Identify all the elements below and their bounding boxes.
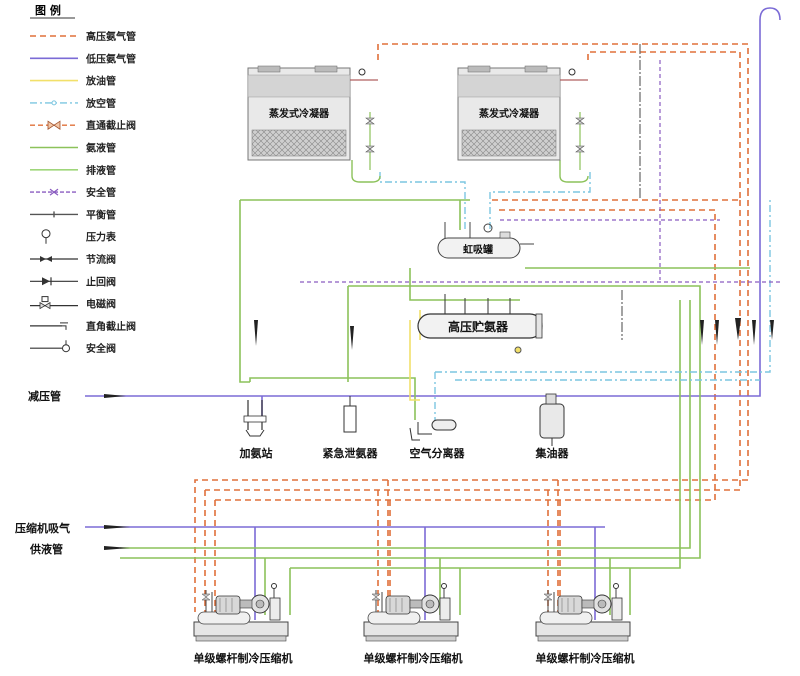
suction-tank[interactable]: 虹吸罐	[437, 222, 534, 259]
legend-item-label: 放空管	[85, 97, 116, 110]
legend-item-safety-pipe: 安全管	[30, 186, 116, 199]
legend-item-check-valve: 止回阀	[30, 275, 116, 288]
legend-title: 图 例	[35, 3, 61, 17]
piping-network	[85, 7, 781, 620]
compressor-label: 单级螺杆制冷压缩机	[194, 651, 293, 665]
oil-collector-label: 集油器	[535, 446, 570, 460]
condenser-2-label: 蒸发式冷凝器	[479, 107, 540, 120]
solenoid-valve-icon	[30, 296, 78, 310]
stop-valve-icon	[575, 117, 585, 125]
stop-valve-icon	[543, 593, 553, 601]
condenser-1[interactable]: 蒸发式冷凝器	[247, 65, 378, 170]
legend-item-label: 氨液管	[86, 142, 116, 155]
condenser-outlet-bends	[351, 160, 589, 183]
legend-item-label: 止回阀	[86, 275, 116, 288]
straight-stop-valve-icon	[30, 120, 78, 130]
ammonia-charging-station[interactable]: 加氨站	[239, 400, 273, 460]
legend-item-label: 高压氨气管	[86, 30, 136, 43]
balance-lines	[621, 44, 641, 340]
legend-item-solenoid-valve: 电磁阀	[30, 296, 116, 311]
legend-item-oil-drain-pipe: 放油管	[30, 75, 116, 88]
safety-valve-icon	[30, 340, 70, 353]
legend-item-label: 排液管	[86, 164, 116, 177]
compressor-2[interactable]: 单级螺杆制冷压缩机	[363, 583, 463, 666]
emergency-dump[interactable]: 紧急泄氨器	[323, 396, 379, 460]
legend-item-straight-stop-valve: 直通截止阀	[30, 119, 136, 132]
ammonia-charging-label: 加氨站	[239, 446, 273, 460]
stop-valve-icon	[371, 593, 381, 601]
legend-item-label: 放油管	[85, 75, 116, 88]
stop-valve-icon	[365, 145, 375, 153]
legend-item-angle-stop-valve: 直角截止阀	[30, 320, 136, 333]
compressor-label: 单级螺杆制冷压缩机	[536, 651, 635, 665]
legend-item-low-pressure-ammonia-gas-pipe: 低压氨气管	[30, 52, 136, 65]
pressure-gauge-icon	[41, 229, 51, 244]
compressor-label: 单级螺杆制冷压缩机	[364, 651, 463, 665]
pressure-gauge-icon	[568, 68, 576, 76]
stop-valve-icon	[201, 593, 211, 601]
check-valve-icon	[30, 277, 78, 286]
balance-pipe-icon	[30, 211, 78, 218]
legend: 图 例 高压氨气管低压氨气管放油管放空管直通截止阀氨液管排液管安全管平衡管压力表…	[30, 3, 136, 355]
oil-drain-icon	[514, 346, 522, 354]
pressure-gauge-icon	[483, 223, 493, 233]
high-pressure-receiver[interactable]: 高压贮氨器	[417, 294, 543, 354]
legend-item-label: 低压氨气管	[85, 52, 136, 65]
legend-item-label: 直角截止阀	[86, 320, 136, 333]
legend-item-label: 电磁阀	[86, 298, 116, 311]
legend-item-liquid-discharge-pipe: 排液管	[30, 164, 116, 177]
legend-item-balance-pipe: 平衡管	[30, 208, 116, 221]
legend-item-label: 直通截止阀	[86, 119, 136, 132]
pressure-gauge-icon	[613, 583, 619, 589]
legend-item-label: 压力表	[86, 231, 117, 244]
liquid-supply-label: 供液管	[29, 542, 63, 556]
pressure-gauge-icon	[271, 583, 277, 589]
ammonia-liquid-lines	[120, 199, 750, 615]
suction-tank-label: 虹吸罐	[463, 243, 493, 256]
emergency-dump-label: 紧急泄氨器	[323, 446, 379, 460]
pressure-relief-label: 减压管	[28, 389, 61, 403]
angle-stop-valve-icon	[30, 322, 68, 330]
vent-pipe-icon	[30, 100, 78, 106]
legend-item-safety-valve: 安全阀	[30, 340, 116, 355]
throttle-valve-icon	[30, 256, 78, 262]
air-separator[interactable]: 空气分离器	[410, 419, 466, 460]
safety-lines	[300, 60, 780, 283]
pressure-gauge-icon	[441, 583, 447, 589]
legend-item-label: 安全阀	[86, 342, 116, 355]
condenser-1-label: 蒸发式冷凝器	[269, 107, 330, 120]
legend-item-vent-pipe: 放空管	[30, 97, 116, 110]
legend-item-label: 节流阀	[86, 253, 116, 266]
compressor-1[interactable]: 单级螺杆制冷压缩机	[193, 583, 293, 666]
legend-item-ammonia-liquid-pipe: 氨液管	[30, 142, 116, 155]
stop-valve-icon	[575, 145, 585, 153]
legend-item-throttle-valve: 节流阀	[30, 253, 116, 266]
flow-arrows	[104, 318, 774, 550]
compressor-suction-label: 压缩机吸气	[15, 521, 70, 535]
pressure-gauge-icon	[358, 68, 366, 76]
legend-item-pressure-gauge: 压力表	[41, 229, 117, 244]
compressor-3[interactable]: 单级螺杆制冷压缩机	[535, 583, 635, 666]
stop-valve-icon	[365, 117, 375, 125]
receiver-label: 高压贮氨器	[448, 319, 509, 334]
legend-item-label: 安全管	[86, 186, 116, 199]
legend-item-high-pressure-ammonia-gas-pipe: 高压氨气管	[30, 30, 136, 43]
high-pressure-gas-lines	[194, 43, 749, 612]
legend-item-label: 平衡管	[86, 208, 116, 221]
condenser-2[interactable]: 蒸发式冷凝器	[457, 65, 588, 170]
oil-collector[interactable]: 集油器	[535, 393, 570, 460]
air-separator-label: 空气分离器	[410, 446, 466, 460]
safety-pipe-icon	[30, 188, 78, 196]
